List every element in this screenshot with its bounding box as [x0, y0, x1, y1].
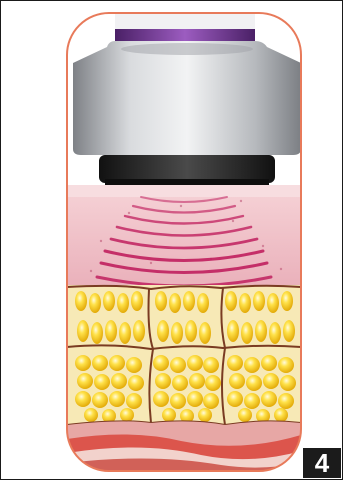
probe-body	[73, 41, 301, 155]
panel-number-badge: 4	[303, 448, 341, 478]
panel-number: 4	[315, 450, 329, 476]
probe-purple-ring	[115, 29, 255, 41]
tissue-section	[67, 11, 301, 471]
probe-tip	[99, 155, 275, 183]
